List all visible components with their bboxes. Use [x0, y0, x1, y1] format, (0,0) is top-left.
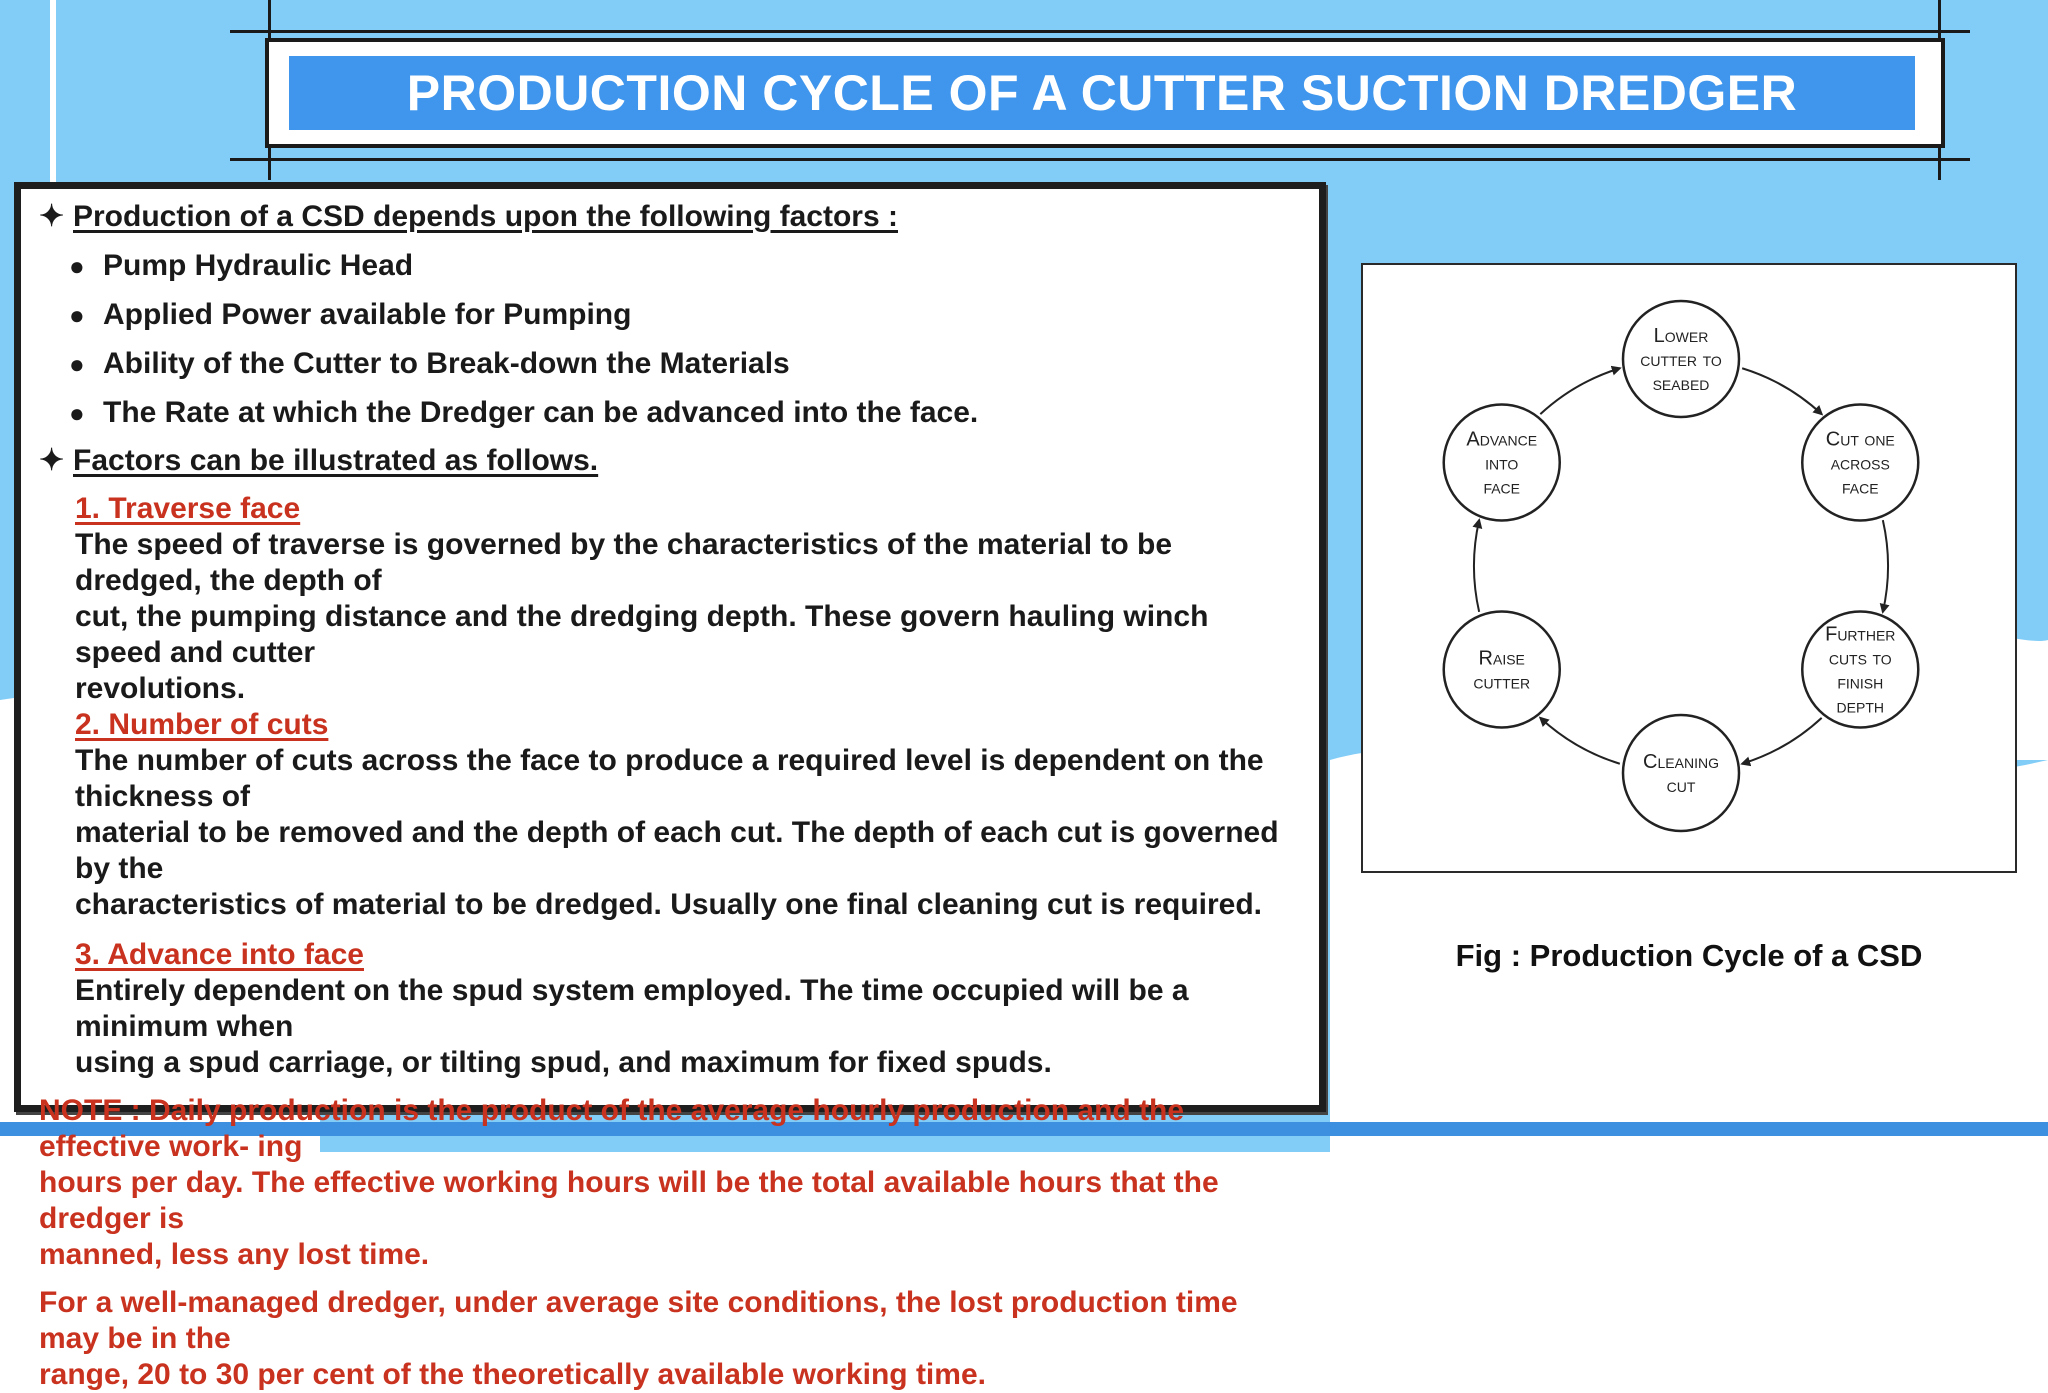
bullet-dot-icon: ●	[69, 300, 85, 330]
cycle-node-circle	[1801, 403, 1920, 522]
cycle-arrow	[1741, 367, 1824, 416]
star-bullet-icon: ✦	[39, 444, 65, 477]
cycle-node-label: into	[1485, 453, 1518, 475]
cycle-node-label: cuts to	[1829, 648, 1892, 670]
text-panel: ✦Production of a CSD depends upon the fo…	[14, 182, 1326, 1391]
cycle-node-circle	[1442, 403, 1561, 522]
factor-title: 3. Advance into face	[75, 938, 364, 971]
bullet-item: ●Pump Hydraulic Head	[69, 249, 414, 282]
cycle-node-label: Advance	[1466, 429, 1537, 451]
cycle-node-label: face	[1483, 477, 1520, 499]
factor-paragraph: The number of cuts across the face to pr…	[75, 744, 1279, 921]
cycle-node-label: Lower	[1654, 325, 1709, 347]
note-paragraph: For a well-managed dredger, under averag…	[39, 1286, 1238, 1391]
frame-line-bottom	[230, 158, 1970, 161]
cycle-arrow	[1472, 518, 1483, 613]
cycle-node-label: Cleaning	[1643, 751, 1719, 773]
section1-heading: ✦Production of a CSD depends upon the fo…	[39, 200, 898, 233]
bullet-item: ●Applied Power available for Pumping	[69, 298, 632, 331]
cycle-node-label: cut	[1667, 775, 1696, 797]
cycle-node-circle	[1442, 610, 1561, 729]
cycle-node-label: seabed	[1653, 373, 1710, 395]
bullet-dot-icon: ●	[69, 251, 85, 281]
cycle-arrow	[1538, 716, 1621, 765]
factor-paragraph: The speed of traverse is governed by the…	[75, 528, 1209, 705]
bullet-dot-icon: ●	[69, 349, 85, 379]
figure-caption: Fig : Production Cycle of a CSD	[1455, 938, 1923, 973]
page-title: PRODUCTION CYCLE OF A CUTTER SUCTION DRE…	[406, 65, 1798, 121]
factor-paragraph: Entirely dependent on the spud system em…	[75, 974, 1189, 1079]
cycle-node-label: Cut one	[1826, 429, 1895, 451]
cycle-node-label: face	[1842, 477, 1879, 499]
frame-line-top	[230, 30, 1970, 33]
cycle-node-circle	[1621, 299, 1741, 419]
cycle-node-label: depth	[1837, 696, 1884, 718]
cycle-node-label: Further	[1825, 624, 1895, 646]
cycle-node-label: Raise	[1479, 648, 1525, 670]
bullet-item: ●The Rate at which the Dredger can be ad…	[69, 396, 979, 429]
bullet-dot-icon: ●	[69, 398, 85, 428]
cycle-node-circle	[1801, 610, 1920, 729]
cycle-node-label: finish	[1837, 672, 1883, 694]
text-panel-content: ✦Production of a CSD depends upon the fo…	[39, 199, 1301, 1391]
star-bullet-icon: ✦	[39, 200, 65, 233]
bullet-item: ●Ability of the Cutter to Break-down the…	[69, 347, 790, 380]
factor-title: 2. Number of cuts	[75, 708, 329, 741]
cycle-node-label: across	[1831, 453, 1890, 475]
cycle-node-circle	[1621, 713, 1741, 833]
cycle-arrow	[1539, 365, 1622, 415]
title-banner: PRODUCTION CYCLE OF A CUTTER SUCTION DRE…	[289, 56, 1915, 130]
note-paragraph: NOTE : Daily production is the product o…	[39, 1094, 1219, 1271]
cycle-arrow	[1879, 519, 1890, 614]
factor-title: 1. Traverse face	[75, 492, 301, 525]
section2-heading: ✦Factors can be illustrated as follows.	[39, 444, 599, 477]
cycle-node-label: cutter	[1473, 672, 1530, 694]
cycle-node-label: cutter to	[1640, 349, 1722, 371]
cycle-arrow	[1740, 717, 1823, 767]
